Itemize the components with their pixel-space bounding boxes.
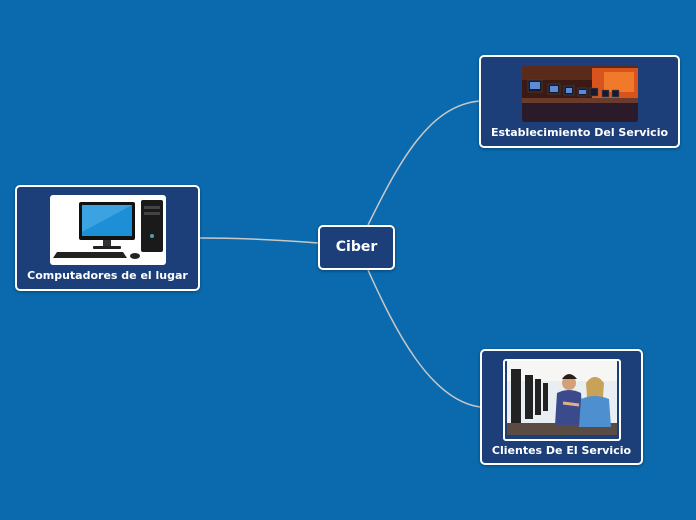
topic-node-computadores[interactable]: Computadores de el lugar <box>15 185 200 291</box>
connector-clientes <box>367 269 481 408</box>
connector-establecimiento <box>367 100 481 226</box>
central-topic-node[interactable]: Ciber <box>318 225 395 270</box>
topic-label-computadores: Computadores de el lugar <box>27 269 188 282</box>
topic-node-establecimiento[interactable]: Establecimiento Del Servicio <box>479 55 680 148</box>
topic-label-establecimiento: Establecimiento Del Servicio <box>490 126 669 139</box>
topic-node-clientes[interactable]: Clientes De El Servicio <box>480 349 643 465</box>
people-at-computers-image <box>502 359 621 441</box>
internet-cafe-image <box>521 66 638 122</box>
topic-label-clientes: Clientes De El Servicio <box>491 444 632 457</box>
central-topic-label: Ciber <box>335 239 378 255</box>
connector-computadores <box>199 237 319 244</box>
desktop-computer-image <box>49 195 166 265</box>
